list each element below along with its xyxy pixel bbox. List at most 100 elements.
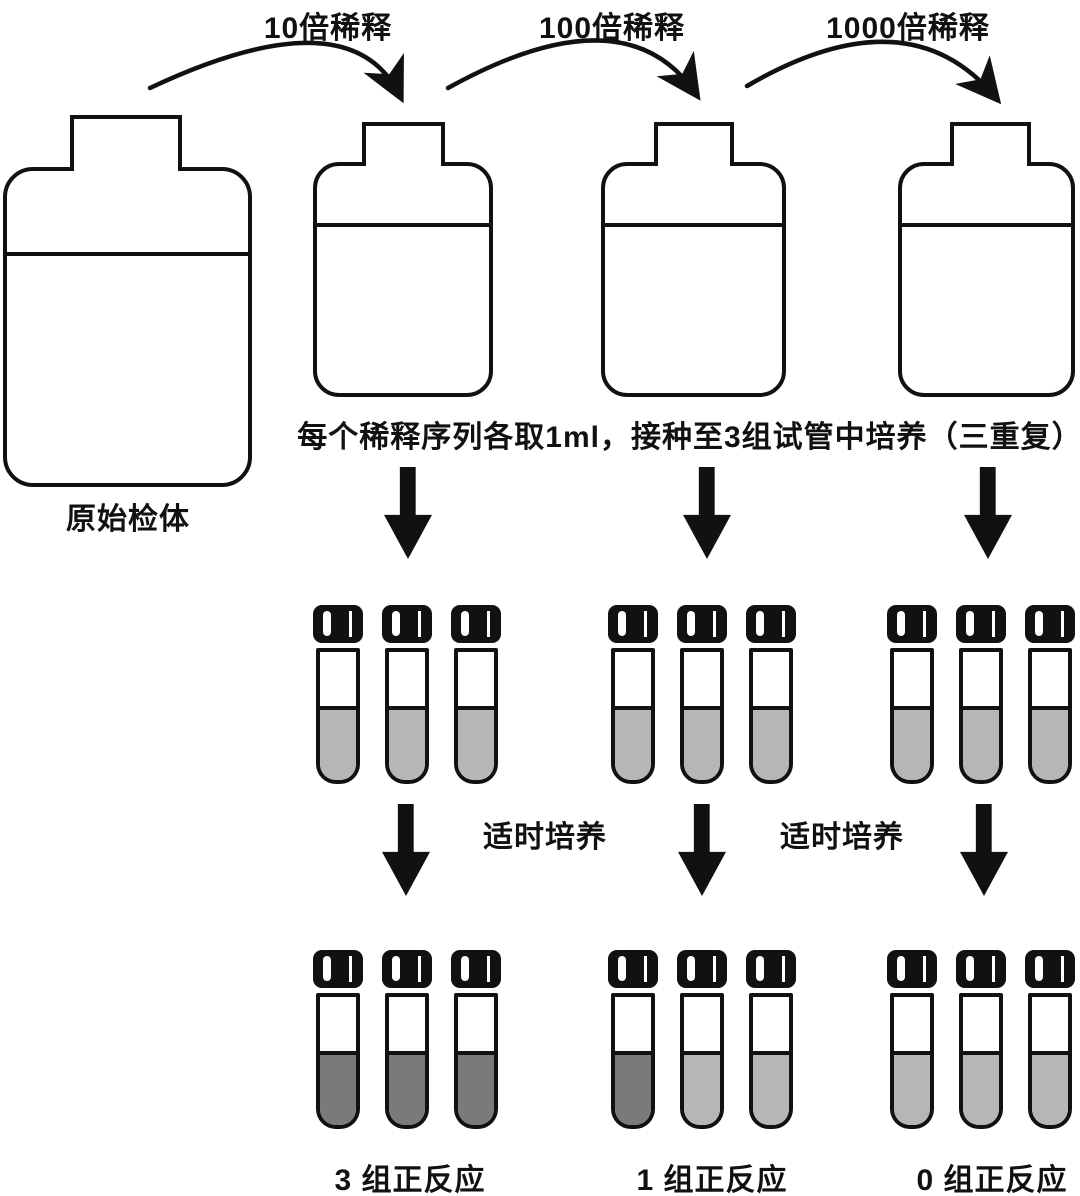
liquid-level-line xyxy=(6,252,249,256)
tube-liquid-light xyxy=(1032,1051,1068,1125)
tube-liquid-light xyxy=(684,706,720,780)
tube-cap-icon xyxy=(313,605,363,643)
test-tube xyxy=(313,950,363,1129)
dilution-bottle-100x xyxy=(601,122,786,397)
cap-highlight xyxy=(323,956,331,981)
cap-highlight xyxy=(782,611,785,637)
tube-body xyxy=(316,648,360,784)
cap-highlight xyxy=(992,956,995,982)
liquid-level-line xyxy=(901,223,1072,227)
result-label-3-positive: 3 组正反应 xyxy=(334,1164,486,1196)
dilution-bottle-10x xyxy=(313,122,493,397)
tube-liquid-light xyxy=(963,706,999,780)
down-arrow-icon xyxy=(382,804,430,896)
test-tube xyxy=(451,950,501,1129)
tube-liquid-light xyxy=(894,706,930,780)
inoculated-tubes-100x xyxy=(608,605,796,784)
cap-highlight xyxy=(349,611,352,637)
tube-body xyxy=(680,993,724,1129)
bottle-body xyxy=(601,162,786,397)
cap-highlight xyxy=(392,611,400,636)
tube-cap-icon xyxy=(677,605,727,643)
cap-highlight xyxy=(461,611,469,636)
tube-cap-icon xyxy=(1025,950,1075,988)
result-tubes-100x xyxy=(608,950,796,1129)
source-bottle-label: 原始检体 xyxy=(66,503,190,536)
tube-body xyxy=(316,993,360,1129)
test-tube xyxy=(887,605,937,784)
dilution-label-1000x: 1000倍稀释 xyxy=(826,12,990,45)
test-tube xyxy=(746,605,796,784)
dilution-label-100x: 100倍稀释 xyxy=(538,12,686,45)
cap-highlight xyxy=(923,956,926,982)
source-specimen-bottle xyxy=(3,115,252,487)
tube-liquid-light xyxy=(615,706,651,780)
cap-highlight xyxy=(966,956,974,981)
tube-body xyxy=(454,993,498,1129)
cap-highlight xyxy=(644,611,647,637)
cap-highlight xyxy=(687,611,695,636)
tube-body xyxy=(1028,993,1072,1129)
tube-liquid-light xyxy=(684,1051,720,1125)
cap-highlight xyxy=(487,956,490,982)
tube-body xyxy=(890,648,934,784)
bottle-body xyxy=(3,167,252,487)
tube-body xyxy=(385,648,429,784)
cap-highlight xyxy=(418,611,421,637)
cap-highlight xyxy=(782,956,785,982)
inoculated-tubes-1000x xyxy=(887,605,1075,784)
tube-body xyxy=(611,648,655,784)
dilution-label-10x: 10倍稀释 xyxy=(263,12,393,45)
tube-body xyxy=(454,648,498,784)
down-arrow-icon xyxy=(964,467,1012,559)
cap-highlight xyxy=(687,956,695,981)
tube-liquid-light xyxy=(1032,706,1068,780)
test-tube xyxy=(608,950,658,1129)
tube-liquid-dark xyxy=(458,1051,494,1125)
down-arrow-icon xyxy=(960,804,1008,896)
tube-liquid-dark xyxy=(389,1051,425,1125)
tube-liquid-light xyxy=(753,1051,789,1125)
cap-highlight xyxy=(644,956,647,982)
cap-highlight xyxy=(487,611,490,637)
cap-highlight xyxy=(923,611,926,637)
tube-body xyxy=(385,993,429,1129)
cap-highlight xyxy=(618,611,626,636)
test-tube xyxy=(1025,950,1075,1129)
cap-highlight xyxy=(897,611,905,636)
tube-cap-icon xyxy=(1025,605,1075,643)
tube-liquid-dark xyxy=(320,1051,356,1125)
tube-body xyxy=(611,993,655,1129)
tube-liquid-light xyxy=(894,1051,930,1125)
cap-highlight xyxy=(1035,611,1043,636)
cap-highlight xyxy=(349,956,352,982)
bottle-neck xyxy=(950,122,1031,166)
cap-highlight xyxy=(392,956,400,981)
tube-cap-icon xyxy=(956,950,1006,988)
cap-highlight xyxy=(1035,956,1043,981)
cap-highlight xyxy=(418,956,421,982)
curved-arrow-10x-icon xyxy=(147,40,404,104)
bottle-body xyxy=(898,162,1075,397)
tube-cap-icon xyxy=(746,950,796,988)
tube-cap-icon xyxy=(956,605,1006,643)
tube-cap-icon xyxy=(608,950,658,988)
cap-highlight xyxy=(323,611,331,636)
tube-liquid-light xyxy=(389,706,425,780)
tube-cap-icon xyxy=(887,605,937,643)
result-tubes-1000x xyxy=(887,950,1075,1129)
test-tube xyxy=(313,605,363,784)
inoculation-instruction: 每个稀释序列各取1ml，接种至3组试管中培养（三重复） xyxy=(297,421,1080,454)
dilution-bottle-1000x xyxy=(898,122,1075,397)
dilution-transfer-arrows xyxy=(147,38,1002,105)
tube-liquid-light xyxy=(753,706,789,780)
bottle-neck xyxy=(362,122,445,166)
tube-body xyxy=(1028,648,1072,784)
tube-cap-icon xyxy=(382,605,432,643)
test-tube xyxy=(451,605,501,784)
down-arrow-icon xyxy=(683,467,731,559)
cap-highlight xyxy=(992,611,995,637)
result-tubes-10x xyxy=(313,950,501,1129)
test-tube xyxy=(887,950,937,1129)
